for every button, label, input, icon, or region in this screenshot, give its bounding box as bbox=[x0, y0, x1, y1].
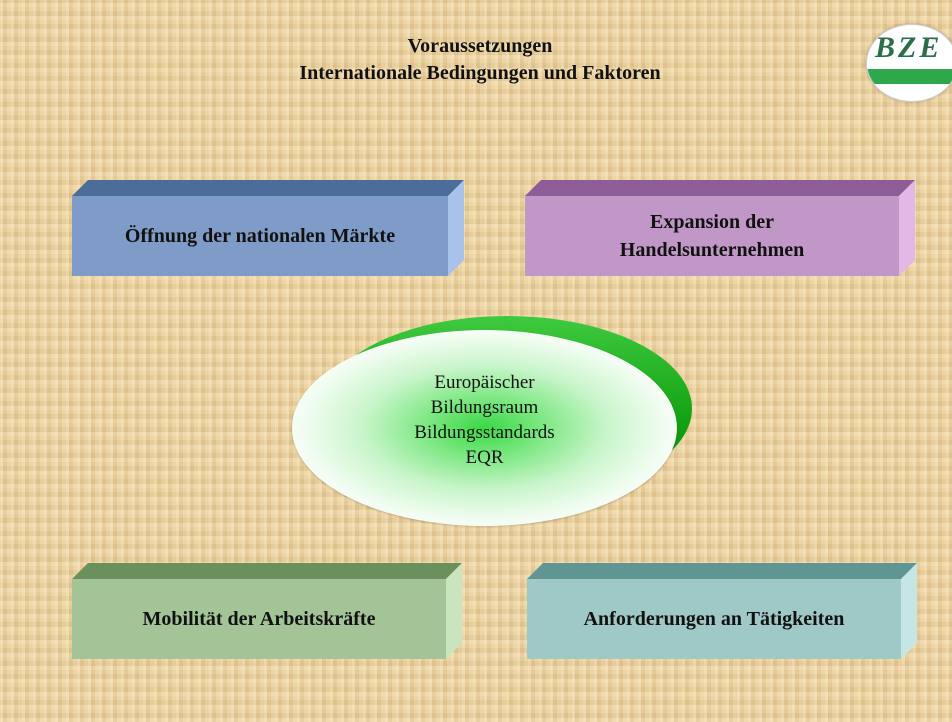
central-text: Europäischer Bildungsraum Bildungsstanda… bbox=[292, 370, 677, 470]
slide-title: Voraussetzungen Internationale Bedingung… bbox=[200, 33, 760, 87]
box-label-job-requirements: Anforderungen an Tätigkeiten bbox=[583, 608, 845, 630]
box-top-face bbox=[72, 563, 462, 579]
box-retail-expansion: Expansion der Handelsunternehmen bbox=[525, 180, 915, 276]
central-ellipse bbox=[292, 330, 677, 526]
box-front-face: Expansion der Handelsunternehmen bbox=[525, 196, 899, 276]
box-labor-mobility: Mobilität der Arbeitskräfte bbox=[72, 563, 462, 659]
box-side-face bbox=[899, 180, 915, 276]
box-side-face bbox=[901, 563, 917, 659]
box-side-face bbox=[448, 180, 464, 276]
bze-logo: BZE bbox=[866, 24, 952, 102]
box-label-retail-expansion: Expansion der Handelsunternehmen bbox=[619, 211, 805, 261]
title-line-2: Internationale Bedingungen und Faktoren bbox=[299, 62, 661, 84]
box-top-face bbox=[72, 180, 464, 196]
box-markets-opening: Öffnung der nationalen Märkte bbox=[72, 180, 464, 276]
box-top-face bbox=[525, 180, 915, 196]
box-front-face: Öffnung der nationalen Märkte bbox=[72, 196, 448, 276]
box-front-face: Anforderungen an Tätigkeiten bbox=[527, 579, 901, 659]
box-front-face: Mobilität der Arbeitskräfte bbox=[72, 579, 446, 659]
central-text-line-3: Bildungsstandards bbox=[414, 422, 555, 443]
box-top-face bbox=[527, 563, 917, 579]
box-side-face bbox=[446, 563, 462, 659]
logo-text: BZE bbox=[875, 31, 943, 64]
logo-band bbox=[867, 69, 952, 84]
box-job-requirements: Anforderungen an Tätigkeiten bbox=[527, 563, 917, 659]
title-line-1: Voraussetzungen bbox=[407, 35, 553, 57]
central-text-line-4: EQR bbox=[465, 447, 504, 468]
central-text-line-2: Bildungsraum bbox=[430, 397, 539, 418]
box-label-labor-mobility: Mobilität der Arbeitskräfte bbox=[142, 608, 376, 630]
box-label-markets-opening: Öffnung der nationalen Märkte bbox=[124, 225, 396, 247]
central-text-line-1: Europäischer bbox=[434, 372, 535, 393]
